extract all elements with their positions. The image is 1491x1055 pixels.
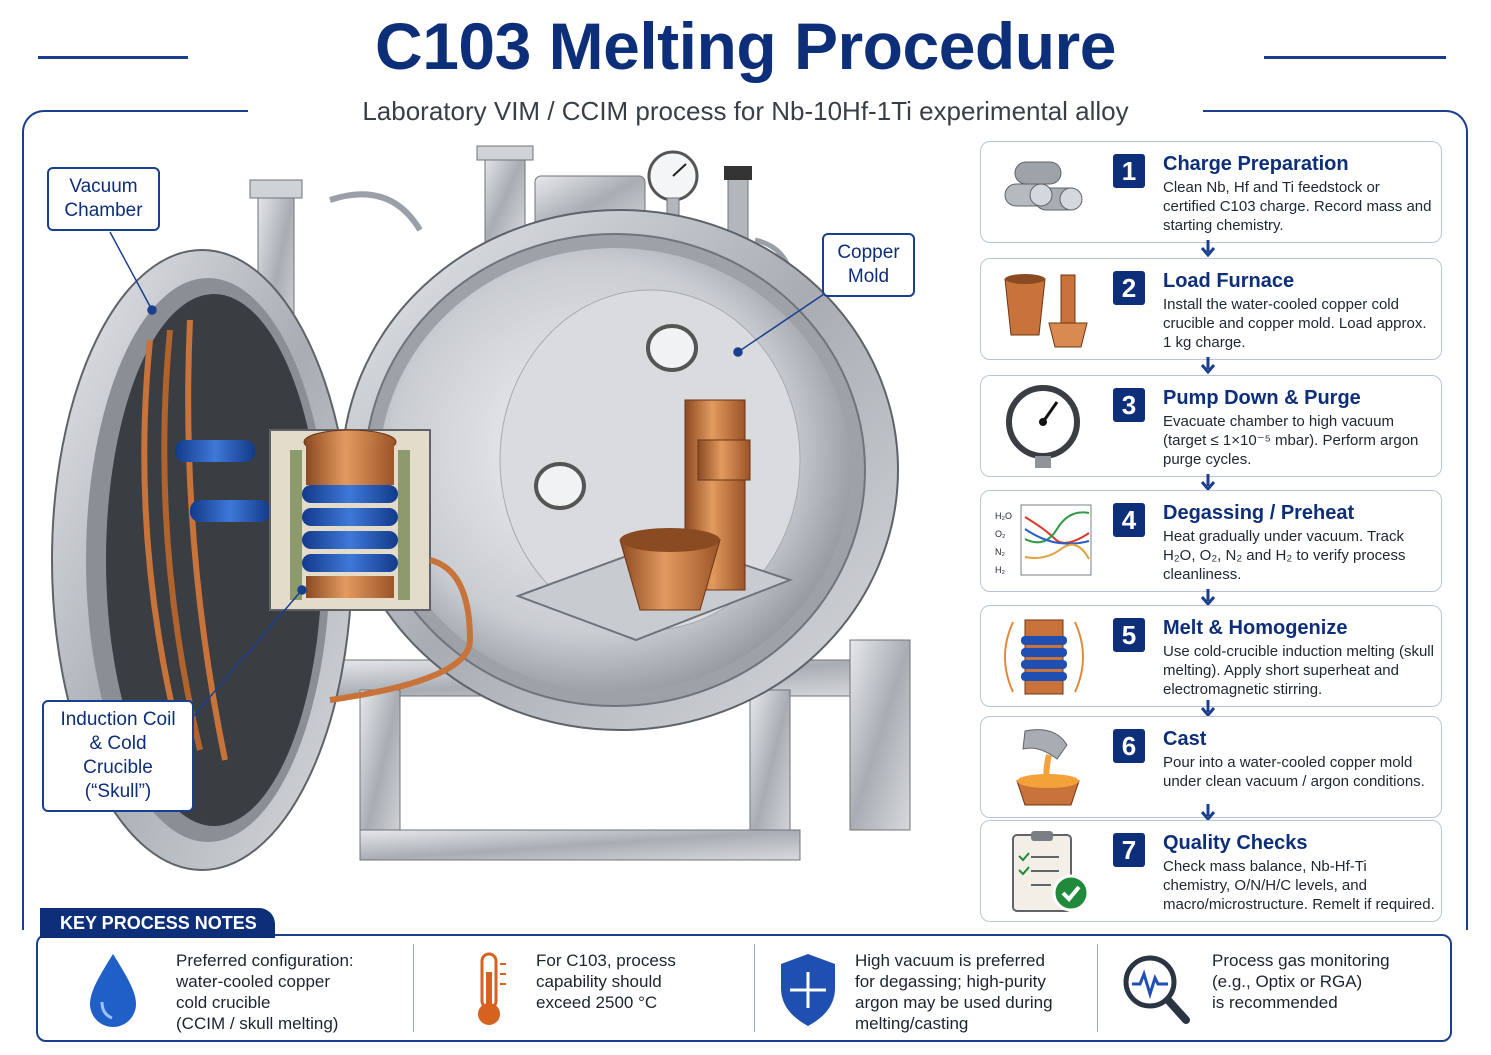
note-item-4: Process gas monitoring (e.g., Optix or R… — [1098, 936, 1450, 1040]
step-card-7: 7 Quality Checks Check mass balance, Nb-… — [980, 820, 1442, 922]
step-number: 2 — [1113, 271, 1145, 305]
step-number: 6 — [1113, 729, 1145, 763]
step-number: 3 — [1113, 388, 1145, 422]
frame-edge-left — [22, 140, 24, 930]
step-card-1: 1 Charge Preparation Clean Nb, Hf and Ti… — [980, 141, 1442, 243]
induction-coil-icon — [1004, 619, 1084, 695]
step-title: Quality Checks — [1163, 832, 1308, 854]
callout-induction-coil: Induction Coil & Cold Crucible (“Skull”) — [42, 700, 194, 812]
metal-bars-icon — [1004, 161, 1083, 211]
step-description: Pour into a water-cooled copper mold und… — [1163, 754, 1425, 790]
page-subtitle: Laboratory VIM / CCIM process for Nb-10H… — [362, 96, 1129, 126]
callout-leaders — [109, 231, 831, 721]
vacuum-furnace-illustration — [51, 145, 911, 871]
gas-label-n2: N₂ — [995, 547, 1005, 557]
step-number: 1 — [1113, 154, 1145, 188]
arrow-down-icon — [1200, 474, 1216, 492]
frame-corner-right — [1203, 110, 1468, 142]
step-description: Evacuate chamber to high vacuum (target … — [1163, 413, 1419, 468]
shield-icon — [781, 954, 835, 1026]
gas-label-h2o: H₂O — [995, 511, 1012, 521]
step-card-5: 5 Melt & Homogenize Use cold-crucible in… — [980, 605, 1442, 707]
induction-coil-unit — [269, 429, 474, 703]
copper-crucible-icon — [1004, 274, 1088, 348]
note-item-3: High vacuum is preferred for degassing; … — [755, 936, 1097, 1040]
step-description: Heat gradually under vacuum. Track H₂O, … — [1163, 528, 1406, 583]
gas-trend-chart-icon: H₂O O₂ N₂ H₂ — [995, 504, 1092, 576]
frame-edge-right — [1466, 140, 1468, 930]
support-frame — [329, 639, 911, 861]
step-number: 7 — [1113, 833, 1145, 867]
title-rule-right — [1264, 56, 1446, 59]
step-title: Degassing / Preheat — [1163, 502, 1355, 524]
arrow-down-icon — [1200, 589, 1216, 607]
arrow-down-icon — [1200, 240, 1216, 258]
step-title: Load Furnace — [1163, 270, 1295, 292]
note-item-2: For C103, process capability should exce… — [414, 936, 754, 1040]
step-description: Use cold-crucible induction melting (sku… — [1163, 643, 1434, 698]
pressure-gauge-icon — [1006, 385, 1080, 468]
note-divider — [413, 944, 414, 1032]
callout-copper-mold: Copper Mold — [822, 233, 915, 297]
step-title: Cast — [1163, 728, 1207, 750]
title-rule-left — [38, 56, 188, 59]
step-description: Install the water-cooled copper cold cru… — [1163, 296, 1427, 351]
notes-heading: KEY PROCESS NOTES — [40, 908, 275, 938]
callout-vacuum-chamber: Vacuum Chamber — [47, 167, 160, 231]
gas-monitor-magnifier-icon — [1123, 955, 1190, 1024]
gas-label-h2: H₂ — [995, 565, 1005, 575]
pouring-ladle-icon — [1016, 729, 1080, 806]
step-card-3: 3 Pump Down & Purge Evacuate chamber to … — [980, 375, 1442, 477]
frame-corner-left — [22, 110, 248, 142]
step-title: Charge Preparation — [1163, 153, 1349, 175]
water-drop-icon — [90, 954, 136, 1027]
step-description: Check mass balance, Nb-Hf-Ti chemistry, … — [1163, 858, 1435, 913]
step-title: Melt & Homogenize — [1163, 617, 1348, 639]
step-description: Clean Nb, Hf and Ti feedstock or certifi… — [1163, 179, 1432, 234]
arrow-down-icon — [1200, 357, 1216, 375]
key-process-notes-panel: Preferred configuration: water-cooled co… — [36, 934, 1452, 1042]
arrow-down-icon — [1200, 804, 1216, 822]
thermometer-icon — [478, 952, 506, 1025]
step-card-6: 6 Cast Pour into a water-cooled copper m… — [980, 716, 1442, 818]
step-card-2: 2 Load Furnace Install the water-cooled … — [980, 258, 1442, 360]
gas-label-o2: O₂ — [995, 529, 1006, 539]
step-number: 5 — [1113, 618, 1145, 652]
note-item-1: Preferred configuration: water-cooled co… — [38, 936, 413, 1040]
step-number: 4 — [1113, 503, 1145, 537]
page-title: C103 Melting Procedure — [375, 9, 1116, 83]
copper-mold — [619, 399, 751, 611]
step-title: Pump Down & Purge — [1163, 387, 1361, 409]
checklist-icon — [1012, 831, 1090, 912]
step-card-4: H₂O O₂ N₂ H₂ 4 Degassing / Preheat Heat … — [980, 490, 1442, 592]
arrow-down-icon — [1200, 700, 1216, 718]
note-divider — [754, 944, 755, 1032]
note-divider — [1097, 944, 1098, 1032]
